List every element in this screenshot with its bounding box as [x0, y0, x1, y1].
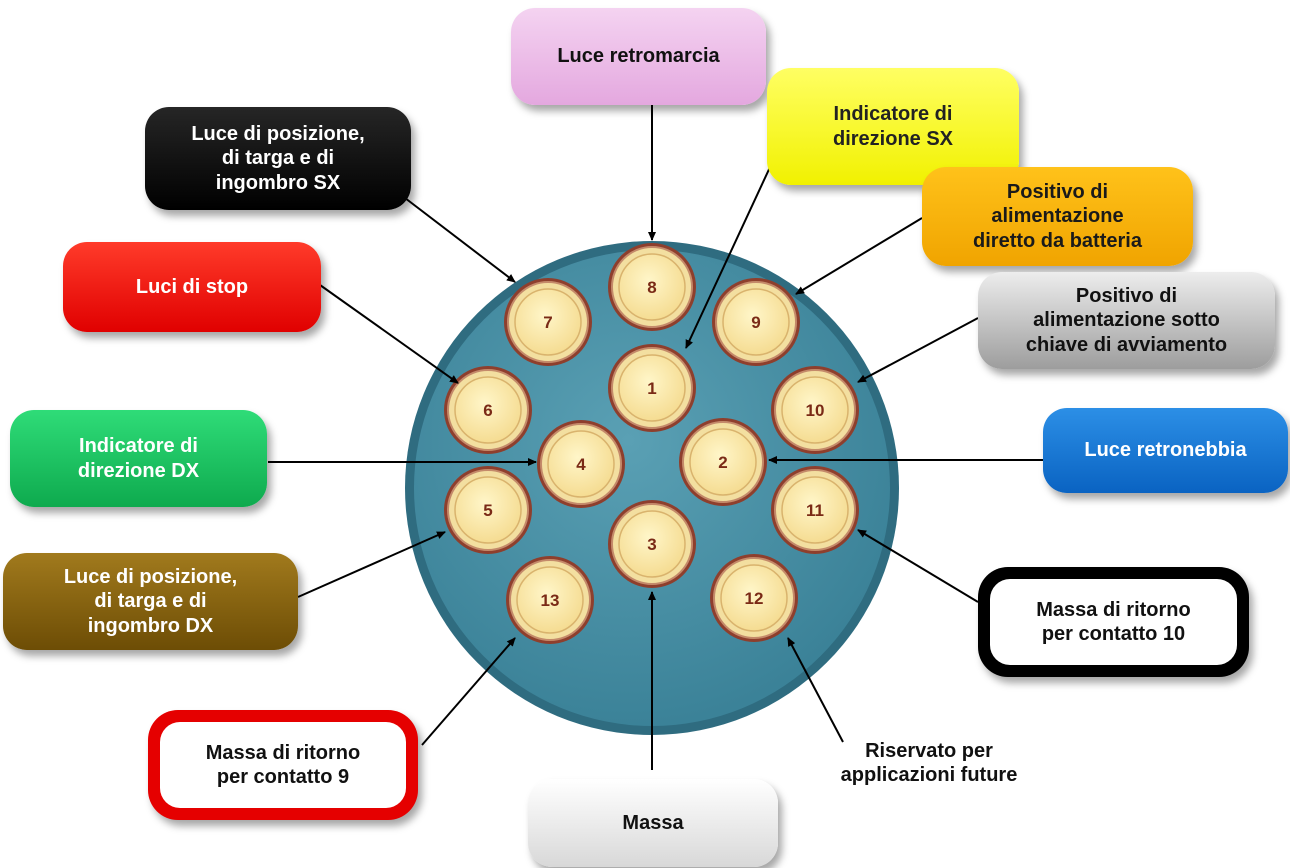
pin-number: 1 — [647, 379, 656, 398]
pin-number: 6 — [483, 401, 492, 420]
leader-luce-posizione-sx — [387, 184, 516, 283]
label-massa: Massa — [528, 779, 778, 867]
pin-5: 5 — [444, 466, 532, 554]
pin-face — [454, 476, 522, 544]
label-luci-stop: Luci di stop — [63, 242, 321, 332]
pin-number: 13 — [541, 591, 560, 610]
pin-face — [618, 253, 686, 321]
pin-face — [514, 288, 582, 356]
leader-positivo-batteria — [795, 217, 923, 295]
pin-number: 3 — [647, 535, 656, 554]
label-luce-retromarcia: Luce retromarcia — [511, 8, 766, 105]
pin-number: 5 — [483, 501, 492, 520]
pin-face — [781, 376, 849, 444]
pin-7: 7 — [504, 278, 592, 366]
pin-face — [689, 428, 757, 496]
pin-1: 1 — [608, 344, 696, 432]
pin-12: 12 — [710, 554, 798, 642]
pin-3: 3 — [608, 500, 696, 588]
pin-9: 9 — [712, 278, 800, 366]
label-luce-retronebbia: Luce retronebbia — [1043, 408, 1288, 493]
leader-luce-posizione-dx — [297, 531, 446, 598]
leader-riservato — [787, 637, 844, 743]
pin-number: 10 — [806, 401, 825, 420]
leader-luci-stop — [319, 284, 459, 384]
leader-indicatore-sx — [685, 149, 779, 349]
pin-10: 10 — [771, 366, 859, 454]
pin-face — [547, 430, 615, 498]
pin-face — [454, 376, 522, 444]
leader-massa-ritorno-9 — [421, 637, 516, 746]
pin-11: 11 — [771, 466, 859, 554]
pin-2: 2 — [679, 418, 767, 506]
pin-13: 13 — [506, 556, 594, 644]
pin-face — [720, 564, 788, 632]
pin-face — [781, 476, 849, 544]
leader-lines — [268, 105, 1043, 770]
pin-4: 4 — [537, 420, 625, 508]
pin-face — [516, 566, 584, 634]
pin-number: 2 — [718, 453, 727, 472]
pin-face — [618, 510, 686, 578]
pin-face — [722, 288, 790, 356]
pin-number: 11 — [806, 501, 824, 520]
pin-number: 9 — [751, 313, 760, 332]
pin-6: 6 — [444, 366, 532, 454]
pin-number: 4 — [576, 455, 586, 474]
leader-positivo-chiave — [857, 317, 979, 383]
pin-face — [618, 354, 686, 422]
pin-number: 7 — [543, 313, 552, 332]
pin-number: 12 — [745, 589, 764, 608]
pin-number: 8 — [647, 278, 656, 297]
leader-massa-ritorno-10 — [857, 529, 979, 603]
pin-8: 8 — [608, 243, 696, 331]
